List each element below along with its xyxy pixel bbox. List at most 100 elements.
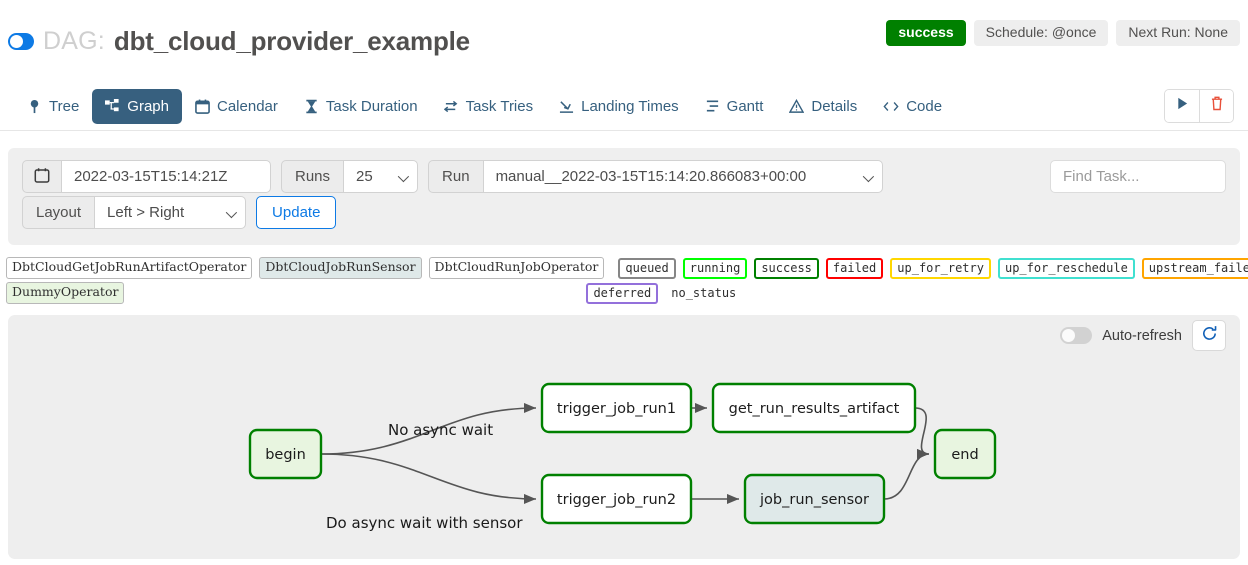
tab-label: Task Duration (325, 97, 418, 115)
next-run-badge[interactable]: Next Run: None (1116, 20, 1240, 47)
tab-tree[interactable]: Tree (14, 89, 92, 124)
view-tabbar: Tree Graph Calendar Task Duration Task T… (0, 82, 1248, 130)
refresh-button[interactable] (1192, 320, 1226, 351)
graph-node[interactable]: get_run_results_artifact (711, 382, 917, 434)
legend-operator-chip: DbtCloudGetJobRunArtifactOperator (6, 257, 253, 279)
layout-label: Layout (22, 196, 96, 229)
legend-status-chip: deferred (586, 282, 659, 304)
tree-icon (27, 99, 42, 114)
legend-line-1: DbtCloudGetJobRunArtifactOperator DbtClo… (0, 257, 1248, 279)
graph-node-label: begin (265, 447, 306, 463)
run-label: Run (428, 160, 484, 193)
legend: DbtCloudGetJobRunArtifactOperator DbtClo… (0, 257, 1248, 304)
tab-task-tries[interactable]: Task Tries (431, 89, 547, 124)
graph-panel: Auto-refresh No async wait Do async wait … (8, 315, 1240, 559)
page-header: DAG: dbt_cloud_provider_example success … (0, 0, 1248, 72)
trash-icon (1210, 96, 1224, 116)
legend-status-chip: success (754, 257, 819, 279)
dag-name: dbt_cloud_provider_example (113, 26, 470, 56)
dag-paused-toggle[interactable] (8, 33, 34, 50)
landing-icon (559, 99, 574, 114)
graph-node-box (540, 382, 693, 434)
graph-node[interactable]: begin (248, 428, 323, 480)
legend-operator-chip: DummyOperator (6, 282, 125, 304)
graph-node-box (248, 428, 323, 480)
graph-node[interactable]: end (933, 428, 997, 480)
graph-node-box (743, 473, 886, 525)
tabbar-divider (0, 130, 1248, 131)
tab-label: Task Tries (465, 97, 534, 115)
graph-node-label: job_run_sensor (759, 492, 869, 508)
calendar-icon-button[interactable] (22, 160, 62, 193)
run-select[interactable]: manual__2022-03-15T15:14:20.866083+00:00 (482, 160, 883, 193)
graph-edges (320, 402, 930, 505)
graph-edge (320, 453, 537, 505)
tab-label: Details (811, 97, 858, 115)
schedule-badge[interactable]: Schedule: @once (973, 20, 1109, 47)
graph-node-label: trigger_job_run2 (557, 492, 676, 508)
legend-status-chip: queued (618, 257, 676, 279)
refresh-icon (1201, 325, 1218, 347)
graph-node[interactable]: job_run_sensor (743, 473, 886, 525)
tab-landing-times[interactable]: Landing Times (546, 89, 692, 124)
legend-line-2: DummyOperator deferred no_status (0, 282, 1248, 304)
graph-node[interactable]: trigger_job_run1 (540, 382, 693, 434)
tab-calendar[interactable]: Calendar (182, 89, 291, 124)
graph-nodes[interactable]: begin trigger_job_run1 get_run_results_art… (248, 382, 997, 525)
tab-label: Tree (49, 97, 80, 115)
status-badge: success (886, 20, 966, 47)
graph-toolbar: Auto-refresh (1060, 320, 1226, 351)
graph-node-label: end (951, 447, 978, 463)
legend-status-chip: running (682, 257, 748, 279)
dag-graph-canvas[interactable]: No async wait Do async wait with sensor b… (8, 315, 1240, 559)
base-date-input[interactable]: 2022-03-15T15:14:21Z (61, 160, 271, 193)
tab-label: Landing Times (581, 97, 679, 115)
tab-code[interactable]: Code (870, 89, 955, 124)
filter-row-primary: 2022-03-15T15:14:21Z Runs 25 Run manual_… (22, 160, 883, 193)
graph-node-box (933, 428, 997, 480)
hourglass-icon (304, 99, 319, 114)
graph-edge-label: Do async wait with sensor (326, 514, 523, 532)
auto-refresh-label: Auto-refresh (1102, 327, 1182, 344)
trigger-dag-button[interactable] (1165, 90, 1199, 122)
layout-group: Layout Left > Right (22, 196, 247, 229)
header-badges: success Schedule: @once Next Run: None (886, 20, 1240, 47)
find-task-input[interactable]: Find Task... (1050, 160, 1226, 193)
code-brackets-icon (883, 99, 899, 114)
tab-graph[interactable]: Graph (92, 88, 182, 124)
legend-no-status-label: no_status (671, 286, 737, 300)
legend-status-chip: up_for_reschedule (997, 257, 1135, 279)
tab-gantt[interactable]: Gantt (692, 89, 777, 124)
triangle-info-icon (789, 98, 805, 114)
graph-edge-label: No async wait (388, 421, 493, 439)
tab-label: Graph (127, 97, 169, 115)
tab-details[interactable]: Details (776, 89, 870, 124)
graph-node-box (540, 473, 693, 525)
filter-panel: 2022-03-15T15:14:21Z Runs 25 Run manual_… (8, 148, 1240, 245)
dag-label: DAG: (43, 27, 105, 55)
legend-status-chip: upstream_failed (1141, 257, 1248, 279)
graph-edge-labels: No async wait Do async wait with sensor (326, 421, 523, 532)
legend-status-chip: failed (825, 257, 884, 279)
dag-title: DAG: dbt_cloud_provider_example (8, 26, 470, 57)
legend-status-chip: up_for_retry (890, 257, 991, 279)
graph-node[interactable]: trigger_job_run2 (540, 473, 693, 525)
layout-select[interactable]: Left > Right (94, 196, 247, 229)
delete-dag-button[interactable] (1199, 90, 1233, 122)
legend-operator-chip: DbtCloudJobRunSensor (259, 257, 422, 279)
graph-node-label: trigger_job_run1 (557, 401, 676, 417)
tab-label: Calendar (217, 97, 278, 115)
graph-node-box (711, 382, 917, 434)
graph-edge (320, 402, 537, 455)
play-icon (1176, 97, 1189, 115)
calendar-icon (195, 99, 210, 114)
gantt-icon (705, 99, 720, 114)
auto-refresh-toggle[interactable] (1060, 327, 1093, 344)
update-button[interactable]: Update (256, 196, 337, 229)
tab-task-duration[interactable]: Task Duration (291, 89, 431, 124)
runs-select[interactable]: 25 (343, 160, 419, 193)
tab-label: Gantt (726, 97, 764, 115)
calendar-icon (34, 167, 50, 187)
graph-edge (914, 407, 930, 460)
run-group: Run manual__2022-03-15T15:14:20.866083+0… (428, 160, 883, 193)
